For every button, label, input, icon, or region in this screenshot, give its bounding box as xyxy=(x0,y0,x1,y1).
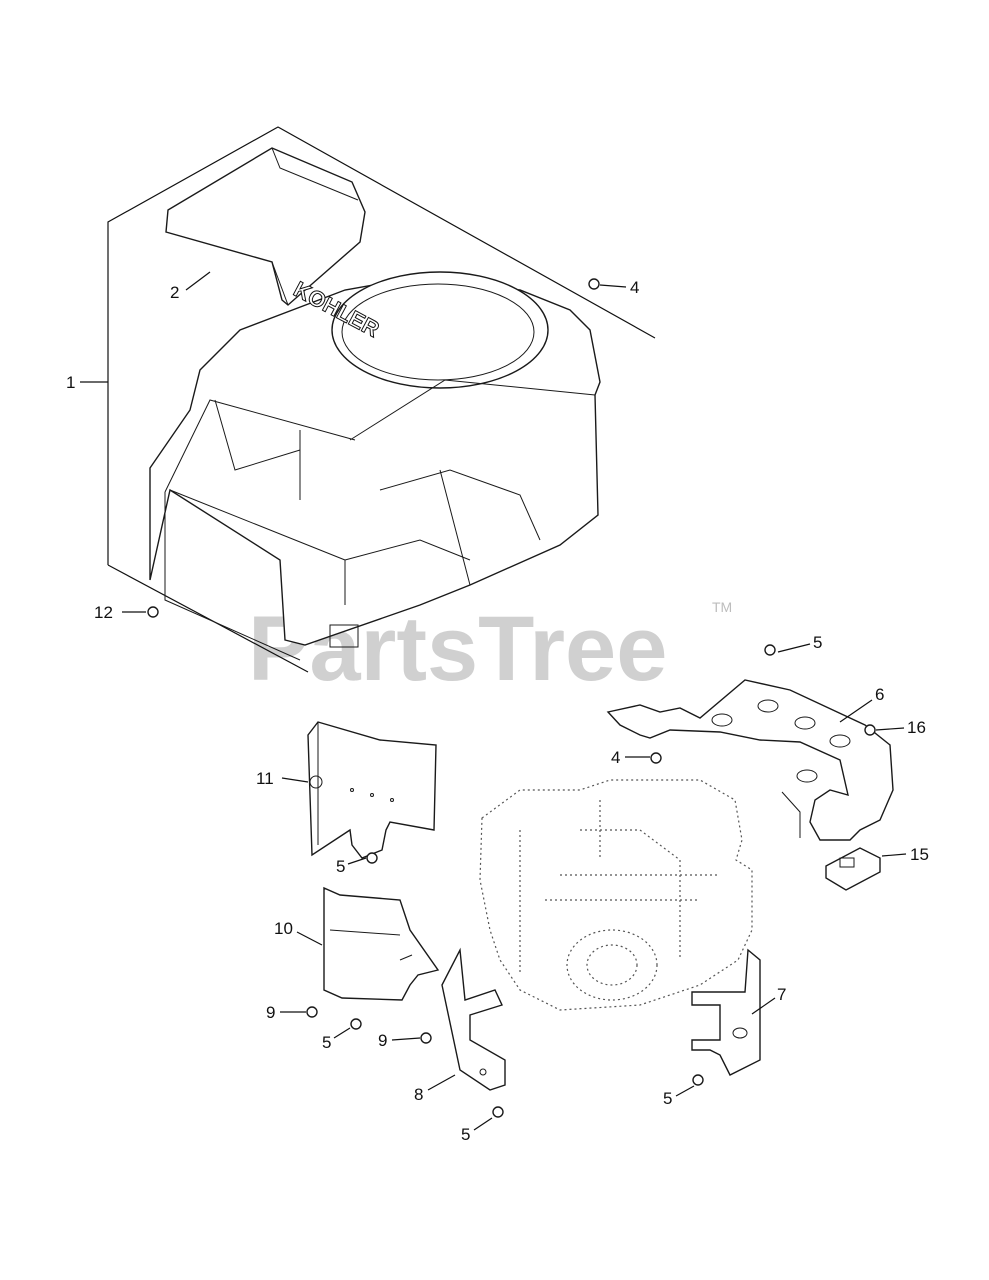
callout-9b[interactable]: 9 xyxy=(378,1031,387,1050)
callout-5a[interactable]: 5 xyxy=(813,633,822,652)
callout-10[interactable]: 10 xyxy=(274,919,293,938)
screw-5a[interactable] xyxy=(764,644,776,656)
part-shield-10[interactable] xyxy=(323,886,440,1001)
callout-5b[interactable]: 5 xyxy=(336,857,345,876)
engine-outline xyxy=(479,779,753,1011)
callout-8[interactable]: 8 xyxy=(414,1085,423,1104)
callout-1[interactable]: 1 xyxy=(66,373,75,392)
screw-5b[interactable] xyxy=(366,852,378,864)
callout-11[interactable]: 11 xyxy=(256,769,274,788)
screw-4b[interactable] xyxy=(650,752,662,764)
part-bracket-8[interactable] xyxy=(441,947,506,1091)
callout-2[interactable]: 2 xyxy=(170,283,179,302)
part-blower-housing[interactable]: KOHLER xyxy=(149,271,601,661)
screw-9a[interactable] xyxy=(306,1006,318,1018)
callout-4b[interactable]: 4 xyxy=(611,748,620,767)
callout-7[interactable]: 7 xyxy=(777,985,786,1004)
leader-lines xyxy=(80,271,907,1131)
watermark-trademark: TM xyxy=(712,599,732,615)
part-shroud-cover[interactable] xyxy=(165,147,366,306)
callout-4a[interactable]: 4 xyxy=(630,278,639,297)
part-baffle-plate[interactable] xyxy=(606,679,894,841)
screw-5c[interactable] xyxy=(350,1018,362,1030)
screw-9b[interactable] xyxy=(420,1032,432,1044)
screw-16[interactable] xyxy=(864,724,876,736)
callout-labels: 1 2 4 12 5 6 16 4 11 15 5 10 7 9 9 5 8 5… xyxy=(66,278,929,1144)
part-shield-11[interactable] xyxy=(307,721,437,859)
part-bracket-7[interactable] xyxy=(691,948,761,1076)
callout-6[interactable]: 6 xyxy=(875,685,884,704)
assembly-bracket xyxy=(107,126,656,673)
callout-16[interactable]: 16 xyxy=(907,718,926,737)
callout-9a[interactable]: 9 xyxy=(266,1003,275,1022)
callout-12[interactable]: 12 xyxy=(94,603,113,622)
part-rectifier[interactable] xyxy=(825,847,881,891)
screw-12[interactable] xyxy=(147,606,159,618)
callout-5c[interactable]: 5 xyxy=(322,1033,331,1052)
callout-5e[interactable]: 5 xyxy=(663,1089,672,1108)
callout-15[interactable]: 15 xyxy=(910,845,929,864)
screw-5d[interactable] xyxy=(492,1106,504,1118)
screw-4a[interactable] xyxy=(588,278,600,290)
callout-5d[interactable]: 5 xyxy=(461,1125,470,1144)
screw-5e[interactable] xyxy=(692,1074,704,1086)
